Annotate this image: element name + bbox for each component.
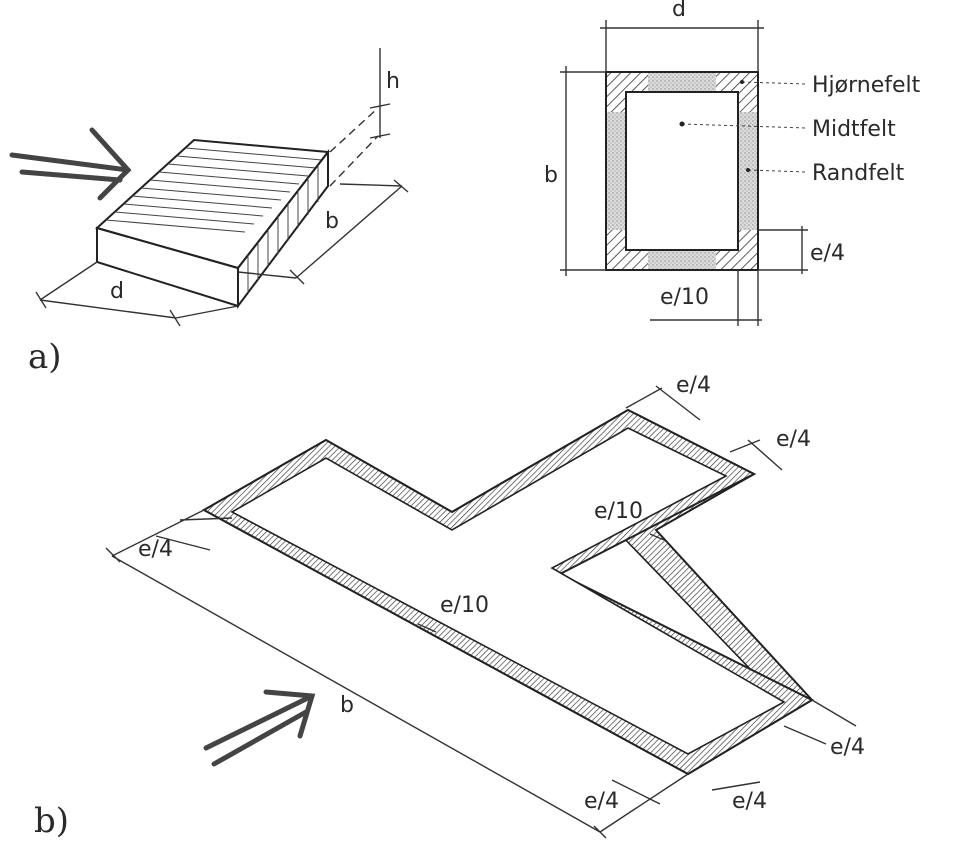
wind-arrow-b-icon [203,689,316,767]
label-e4-right-bottom: e/4 [830,735,865,760]
label-d-plan: d [672,0,686,22]
caption-b: b) [34,801,69,841]
legend-leaders [681,81,807,173]
label-b-block: b [325,209,339,234]
caption-a: a) [28,337,62,377]
label-e4-top: e/4 [676,373,711,398]
label-e10-plan: e/10 [660,285,709,310]
dim-h [329,48,391,187]
block-stripes [105,147,323,233]
block-figure [94,138,330,309]
label-d-block: d [110,279,124,304]
label-e4-bottom-left: e/4 [584,789,619,814]
label-e4-right-top: e/4 [776,427,811,452]
plan-rectangle [605,71,759,271]
dim-b-block [237,179,409,285]
label-e4-bottom-right: e/4 [732,789,767,814]
l-shape-plan [201,408,815,776]
label-b-plan: b [544,163,558,188]
label-e4-left: e/4 [138,537,173,562]
label-e10-mid: e/10 [440,593,489,618]
wind-arrow-icon [9,127,132,201]
legend-midtfelt: Midtfelt [812,117,896,142]
block-side-face [237,149,329,309]
label-b-lshape: b [340,693,354,718]
dim-plan [560,20,808,326]
legend-randfelt: Randfelt [812,161,905,186]
legend-hjornefelt: Hjørnefelt [812,73,921,98]
dim-l-shape [105,385,857,839]
label-e4-plan: e/4 [810,241,845,266]
dim-d-block [35,261,239,327]
label-e10-inner: e/10 [594,499,643,524]
label-h: h [386,69,400,94]
